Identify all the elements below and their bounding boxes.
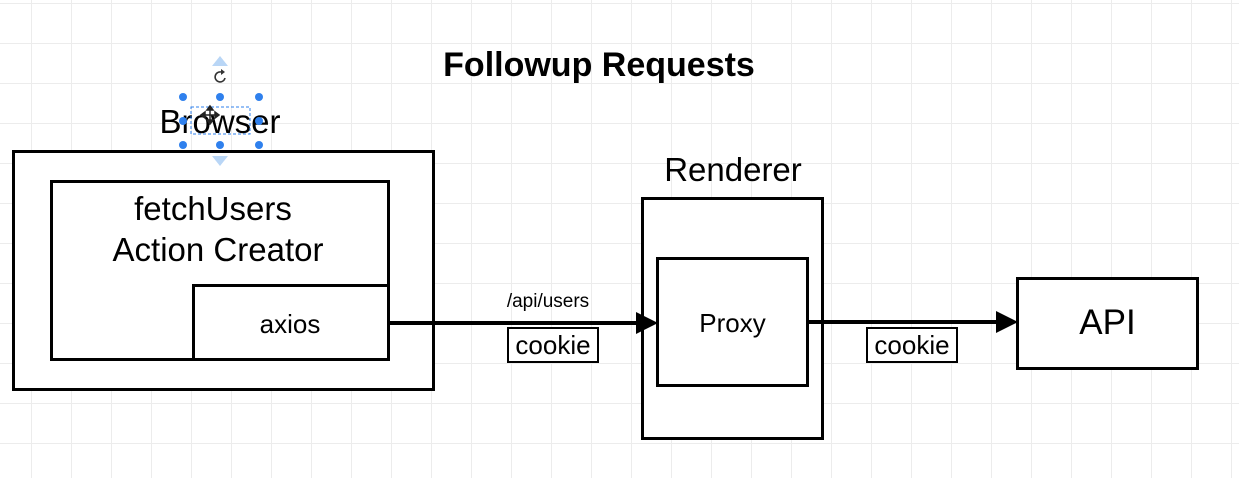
api-box[interactable] <box>1016 277 1199 370</box>
action-creator-subtitle: Action Creator <box>112 231 324 268</box>
axios-box[interactable] <box>192 284 390 361</box>
browser-label[interactable]: Browser <box>159 103 281 140</box>
route-label: /api/users <box>506 291 590 312</box>
cookie-tag-forwarded[interactable]: cookie <box>866 327 958 363</box>
diagram-title: Followup Requests <box>443 46 755 84</box>
rotate-handle-icon <box>214 69 226 83</box>
arrowhead-api <box>996 311 1018 333</box>
axios-label: axios <box>259 309 321 339</box>
proxy-label: Proxy <box>699 308 766 338</box>
cookie-tag-request[interactable]: cookie <box>507 327 599 363</box>
action-creator-name: fetchUsers <box>134 190 292 227</box>
renderer-label[interactable]: Renderer <box>664 151 802 188</box>
api-label: API <box>1079 303 1136 342</box>
